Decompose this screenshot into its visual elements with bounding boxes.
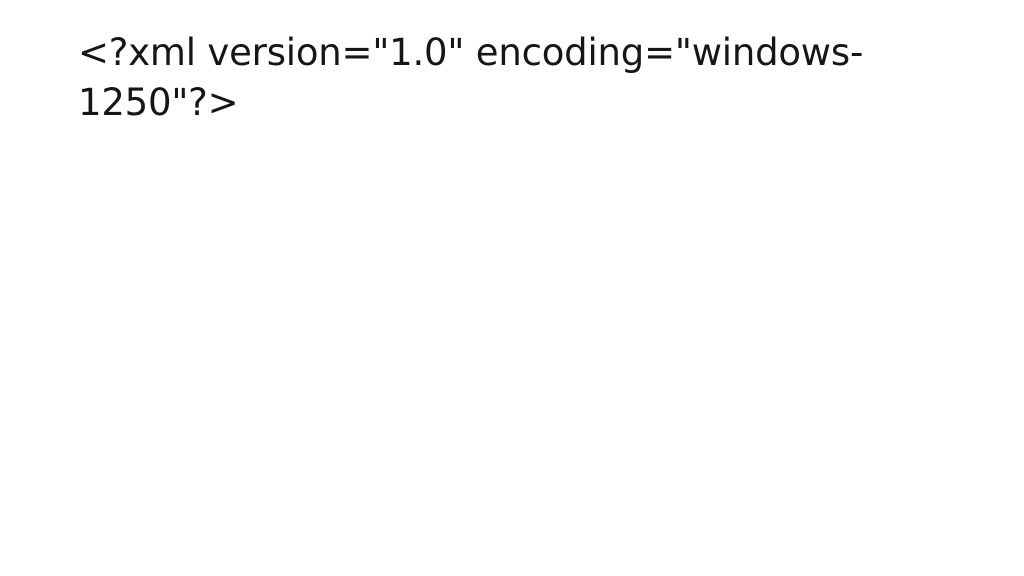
xml-declaration-text: <?xml version="1.0" encoding="windows-12… — [78, 31, 864, 124]
text-body-placeholder[interactable]: <?xml version="1.0" encoding="windows-12… — [78, 28, 878, 128]
